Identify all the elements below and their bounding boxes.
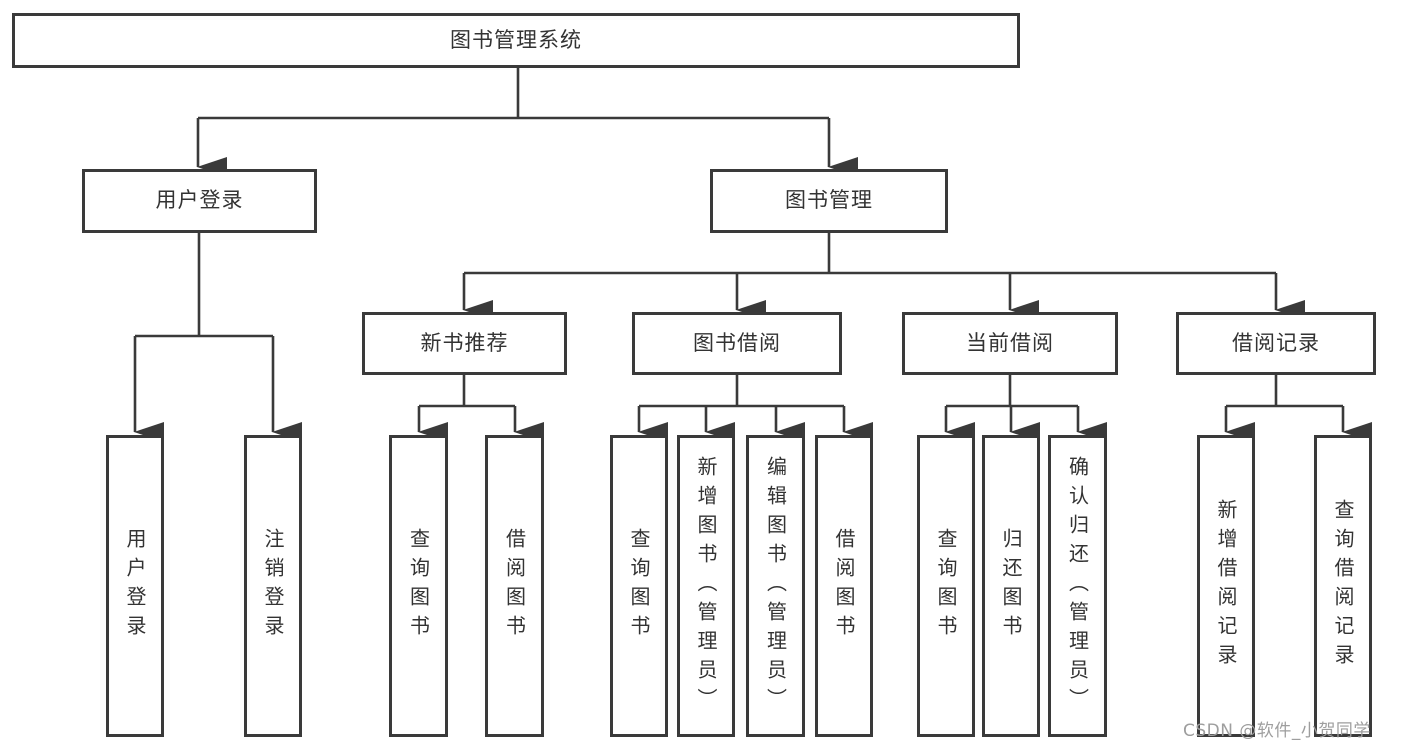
leaf-bor-borrow-book: 借阅图书 <box>815 435 873 737</box>
node-current-borrow: 当前借阅 <box>902 312 1118 375</box>
leaf-rec-borrow-book: 借阅图书 <box>485 435 544 737</box>
leaf-user-login: 用户登录 <box>106 435 164 737</box>
node-borrow-records: 借阅记录 <box>1176 312 1376 375</box>
node-root: 图书管理系统 <box>12 13 1020 68</box>
leaf-rcd-query-record: 查询借阅记录 <box>1314 435 1372 737</box>
leaf-bor-query-book: 查询图书 <box>610 435 668 737</box>
leaf-cur-confirm-return-admin: 确认归还（管理员） <box>1048 435 1107 737</box>
node-book-management: 图书管理 <box>710 169 948 233</box>
leaf-bor-edit-book-admin: 编辑图书（管理员） <box>746 435 805 737</box>
node-new-book-recommend: 新书推荐 <box>362 312 567 375</box>
node-book-borrow: 图书借阅 <box>632 312 842 375</box>
leaf-rcd-add-record: 新增借阅记录 <box>1197 435 1255 737</box>
csdn-watermark: CSDN @软件_小贺同学 <box>1183 721 1371 741</box>
leaf-cur-return-book: 归还图书 <box>982 435 1040 737</box>
leaf-bor-add-book-admin: 新增图书（管理员） <box>677 435 735 737</box>
leaf-cur-query-book: 查询图书 <box>917 435 975 737</box>
node-user-login: 用户登录 <box>82 169 317 233</box>
leaf-logout: 注销登录 <box>244 435 302 737</box>
leaf-rec-query-book: 查询图书 <box>389 435 448 737</box>
